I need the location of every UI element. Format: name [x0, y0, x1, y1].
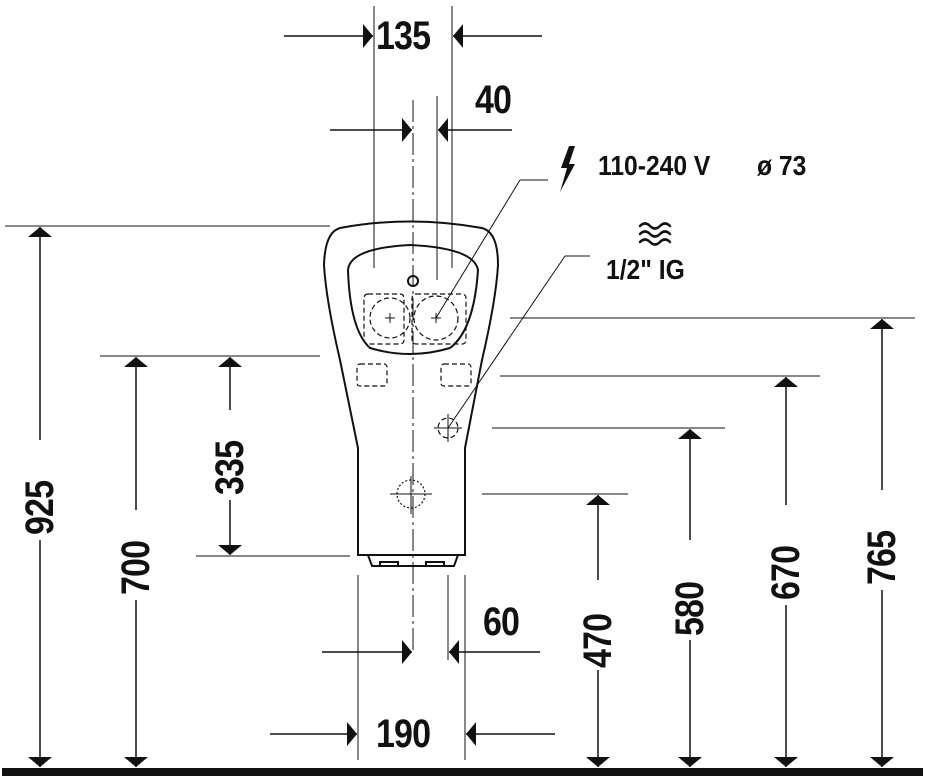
dim-overall-height: 925: [18, 480, 62, 535]
floor-line: [2, 768, 923, 776]
dim-water-inlet-height: 580: [668, 581, 712, 636]
dim-outlet-height: 470: [576, 613, 620, 668]
dim-bottom-width: 190: [376, 712, 431, 756]
dim-span: 335: [208, 440, 252, 495]
dim-bottom-offset: 60: [483, 600, 520, 644]
electrical-voltage-label: 110-240 V: [598, 150, 711, 181]
water-waves-icon: [638, 222, 672, 246]
electrical-diameter-label: ø 73: [757, 150, 807, 181]
dim-electrical-height: 765: [860, 530, 904, 585]
lightning-bolt-icon: [560, 146, 575, 192]
dim-inlet-offset: 40: [475, 78, 512, 122]
water-connection-label: 1/2" IG: [606, 254, 685, 285]
dim-bottom-edge-height: 700: [114, 540, 158, 595]
dim-top-width: 135: [376, 14, 431, 58]
dim-sensor-height: 670: [764, 545, 808, 600]
